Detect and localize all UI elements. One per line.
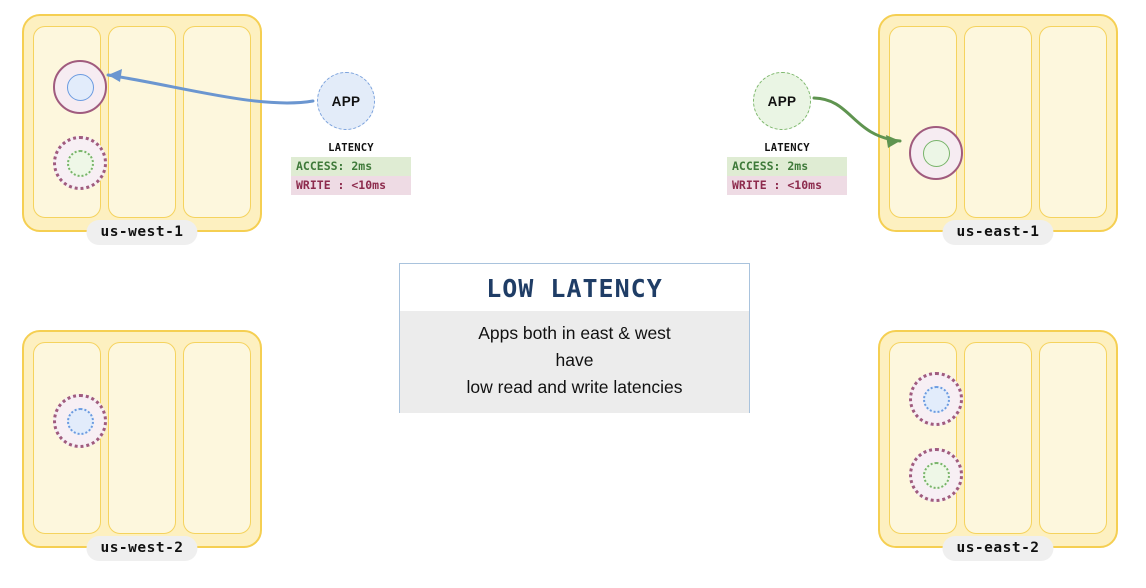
availability-zones <box>889 26 1107 218</box>
info-card-line: Apps both in east & west <box>478 323 671 343</box>
availability-zone-1 <box>889 26 957 218</box>
app-east[interactable]: APP <box>753 72 811 130</box>
info-card-body: Apps both in east & west have low read and… <box>400 311 749 413</box>
db-node-us-east-2-1 <box>909 372 963 426</box>
app-west[interactable]: APP <box>317 72 375 130</box>
db-node-us-west-1-1 <box>53 60 107 114</box>
region-label-us-west-2: us-west-2 <box>86 536 198 561</box>
region-label-us-east-2: us-east-2 <box>942 536 1054 561</box>
availability-zone-2 <box>964 26 1032 218</box>
db-node-us-east-1-1 <box>909 126 963 180</box>
info-card-line: low read and write latencies <box>466 377 683 397</box>
info-card-title: LOW LATENCY <box>400 264 749 311</box>
db-node-us-west-1-2 <box>53 136 107 190</box>
region-us-west-1: us-west-1 <box>22 14 262 245</box>
app-label: APP <box>767 93 797 109</box>
availability-zone-1 <box>889 342 957 534</box>
latency-write-row: WRITE : <10ms <box>727 176 847 195</box>
latency-access-row: ACCESS: 2ms <box>727 157 847 176</box>
availability-zones <box>33 26 251 218</box>
availability-zone-2 <box>108 26 176 218</box>
region-us-west-2: us-west-2 <box>22 330 262 561</box>
node-inner-circle <box>922 139 950 167</box>
region-us-east-2: us-east-2 <box>878 330 1118 561</box>
info-card: LOW LATENCY Apps both in east & west have… <box>399 263 750 413</box>
availability-zone-3 <box>183 342 251 534</box>
node-inner-circle <box>66 73 94 101</box>
latency-access-row: ACCESS: 2ms <box>291 157 411 176</box>
db-node-us-west-2-1 <box>53 394 107 448</box>
node-inner-circle <box>922 385 950 413</box>
node-inner-circle <box>66 149 94 177</box>
db-node-us-east-2-2 <box>909 448 963 502</box>
availability-zone-2 <box>964 342 1032 534</box>
availability-zones <box>889 342 1107 534</box>
region-us-east-1: us-east-1 <box>878 14 1118 245</box>
node-inner-circle <box>922 461 950 489</box>
availability-zone-3 <box>183 26 251 218</box>
availability-zone-2 <box>108 342 176 534</box>
app-label: APP <box>331 93 361 109</box>
node-inner-circle <box>66 407 94 435</box>
region-label-us-east-1: us-east-1 <box>942 220 1054 245</box>
availability-zone-3 <box>1039 26 1107 218</box>
latency-title: LATENCY <box>328 142 374 154</box>
latency-title: LATENCY <box>764 142 810 154</box>
region-label-us-west-1: us-west-1 <box>86 220 198 245</box>
availability-zone-3 <box>1039 342 1107 534</box>
info-card-line: have <box>555 350 594 370</box>
latency-write-row: WRITE : <10ms <box>291 176 411 195</box>
